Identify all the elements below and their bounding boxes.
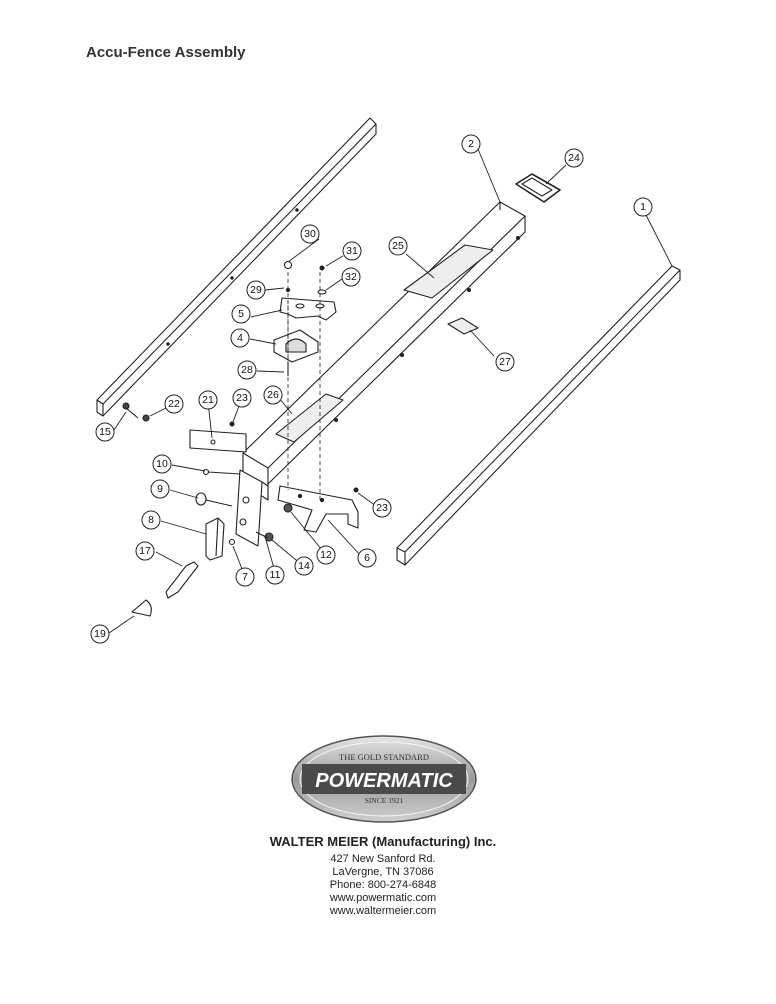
callout-5 <box>231 304 251 324</box>
callout-10 <box>152 454 172 474</box>
channel-6 <box>277 485 359 533</box>
callout-num: 30 <box>304 228 316 240</box>
callout-num: 9 <box>157 483 163 495</box>
callout-num: 5 <box>238 308 244 320</box>
fence-body <box>242 201 526 501</box>
callout-21 <box>198 390 218 410</box>
callout-15 <box>95 422 115 442</box>
powermatic-logo: THE GOLD STANDARD POWERMATIC SINCE 1921 <box>291 735 477 823</box>
website-link[interactable]: www.powermatic.com <box>329 892 437 904</box>
clamp-4 <box>273 329 319 363</box>
callout-12 <box>316 545 336 565</box>
callout-num: 23 <box>236 392 248 404</box>
callout-1 <box>633 197 653 217</box>
logo-brand: POWERMATIC <box>315 770 453 792</box>
callout-num: 24 <box>568 152 580 164</box>
callout-27 <box>495 352 515 372</box>
callout-num: 27 <box>499 356 511 368</box>
callout-2 <box>461 134 481 154</box>
callout-7 <box>235 567 255 587</box>
company-name: WALTER MEIER (Manufacturing) Inc. <box>269 834 497 849</box>
callout-num: 21 <box>202 394 214 406</box>
callout-num: 11 <box>270 569 281 581</box>
label-27 <box>447 317 479 335</box>
callout-num: 1 <box>640 201 646 213</box>
callout-numbers: 2 24 1 30 25 31 32 29 5 4 27 28 26 21 23… <box>94 138 646 640</box>
callout-num: 22 <box>168 398 180 410</box>
address-line: 427 New Sanford Rd. <box>330 853 436 865</box>
callout-num: 29 <box>250 284 262 296</box>
foot-pad-24 <box>515 173 561 203</box>
website-link[interactable]: www.waltermeier.com <box>329 905 437 917</box>
callout-30 <box>300 224 320 244</box>
company-address: 427 New Sanford Rd. LaVergne, TN 37086 P… <box>0 853 766 918</box>
bracket-5 <box>279 297 337 321</box>
callout-num: 10 <box>156 458 168 470</box>
left-rail <box>96 117 377 417</box>
callout-num: 14 <box>298 560 310 572</box>
callout-num: 23 <box>376 502 388 514</box>
callout-19 <box>90 624 110 644</box>
callout-29 <box>246 280 266 300</box>
callout-num: 4 <box>237 332 243 344</box>
callout-24 <box>564 148 584 168</box>
end-bracket <box>235 469 269 547</box>
callout-num: 15 <box>99 426 111 438</box>
callout-23a <box>232 388 252 408</box>
lever-17 <box>165 561 199 599</box>
callout-num: 2 <box>468 138 474 150</box>
logo-since: SINCE 1921 <box>365 796 404 805</box>
callout-23b <box>372 498 392 518</box>
callout-8 <box>141 510 161 530</box>
callout-28 <box>237 360 257 380</box>
logo-tagline: THE GOLD STANDARD <box>339 752 429 762</box>
page-title: Accu-Fence Assembly <box>86 44 246 61</box>
callout-22 <box>164 394 184 414</box>
callout-num: 7 <box>242 571 248 583</box>
handle-block-8 <box>205 517 225 561</box>
callout-num: 25 <box>392 240 404 252</box>
callout-14 <box>294 556 314 576</box>
address-line: LaVergne, TN 37086 <box>332 866 434 878</box>
callout-num: 31 <box>346 245 358 257</box>
callout-4 <box>230 328 250 348</box>
callout-num: 28 <box>241 364 253 376</box>
callout-6 <box>357 548 377 568</box>
callout-9 <box>150 479 170 499</box>
callout-num: 19 <box>94 628 106 640</box>
callout-num: 8 <box>148 514 154 526</box>
callout-num: 12 <box>320 549 332 561</box>
callout-31 <box>342 241 362 261</box>
plate-21 <box>189 429 247 453</box>
callout-17 <box>135 541 155 561</box>
callout-num: 32 <box>345 271 357 283</box>
phone-line: Phone: 800-274-6848 <box>329 879 437 891</box>
callout-32 <box>341 267 361 287</box>
callout-num: 6 <box>364 552 370 564</box>
callout-26 <box>263 385 283 405</box>
callout-num: 17 <box>139 545 151 557</box>
callout-25 <box>388 236 408 256</box>
callouts <box>90 134 653 644</box>
callout-11 <box>265 565 285 585</box>
knob-19 <box>131 599 152 617</box>
callout-num: 26 <box>267 389 279 401</box>
